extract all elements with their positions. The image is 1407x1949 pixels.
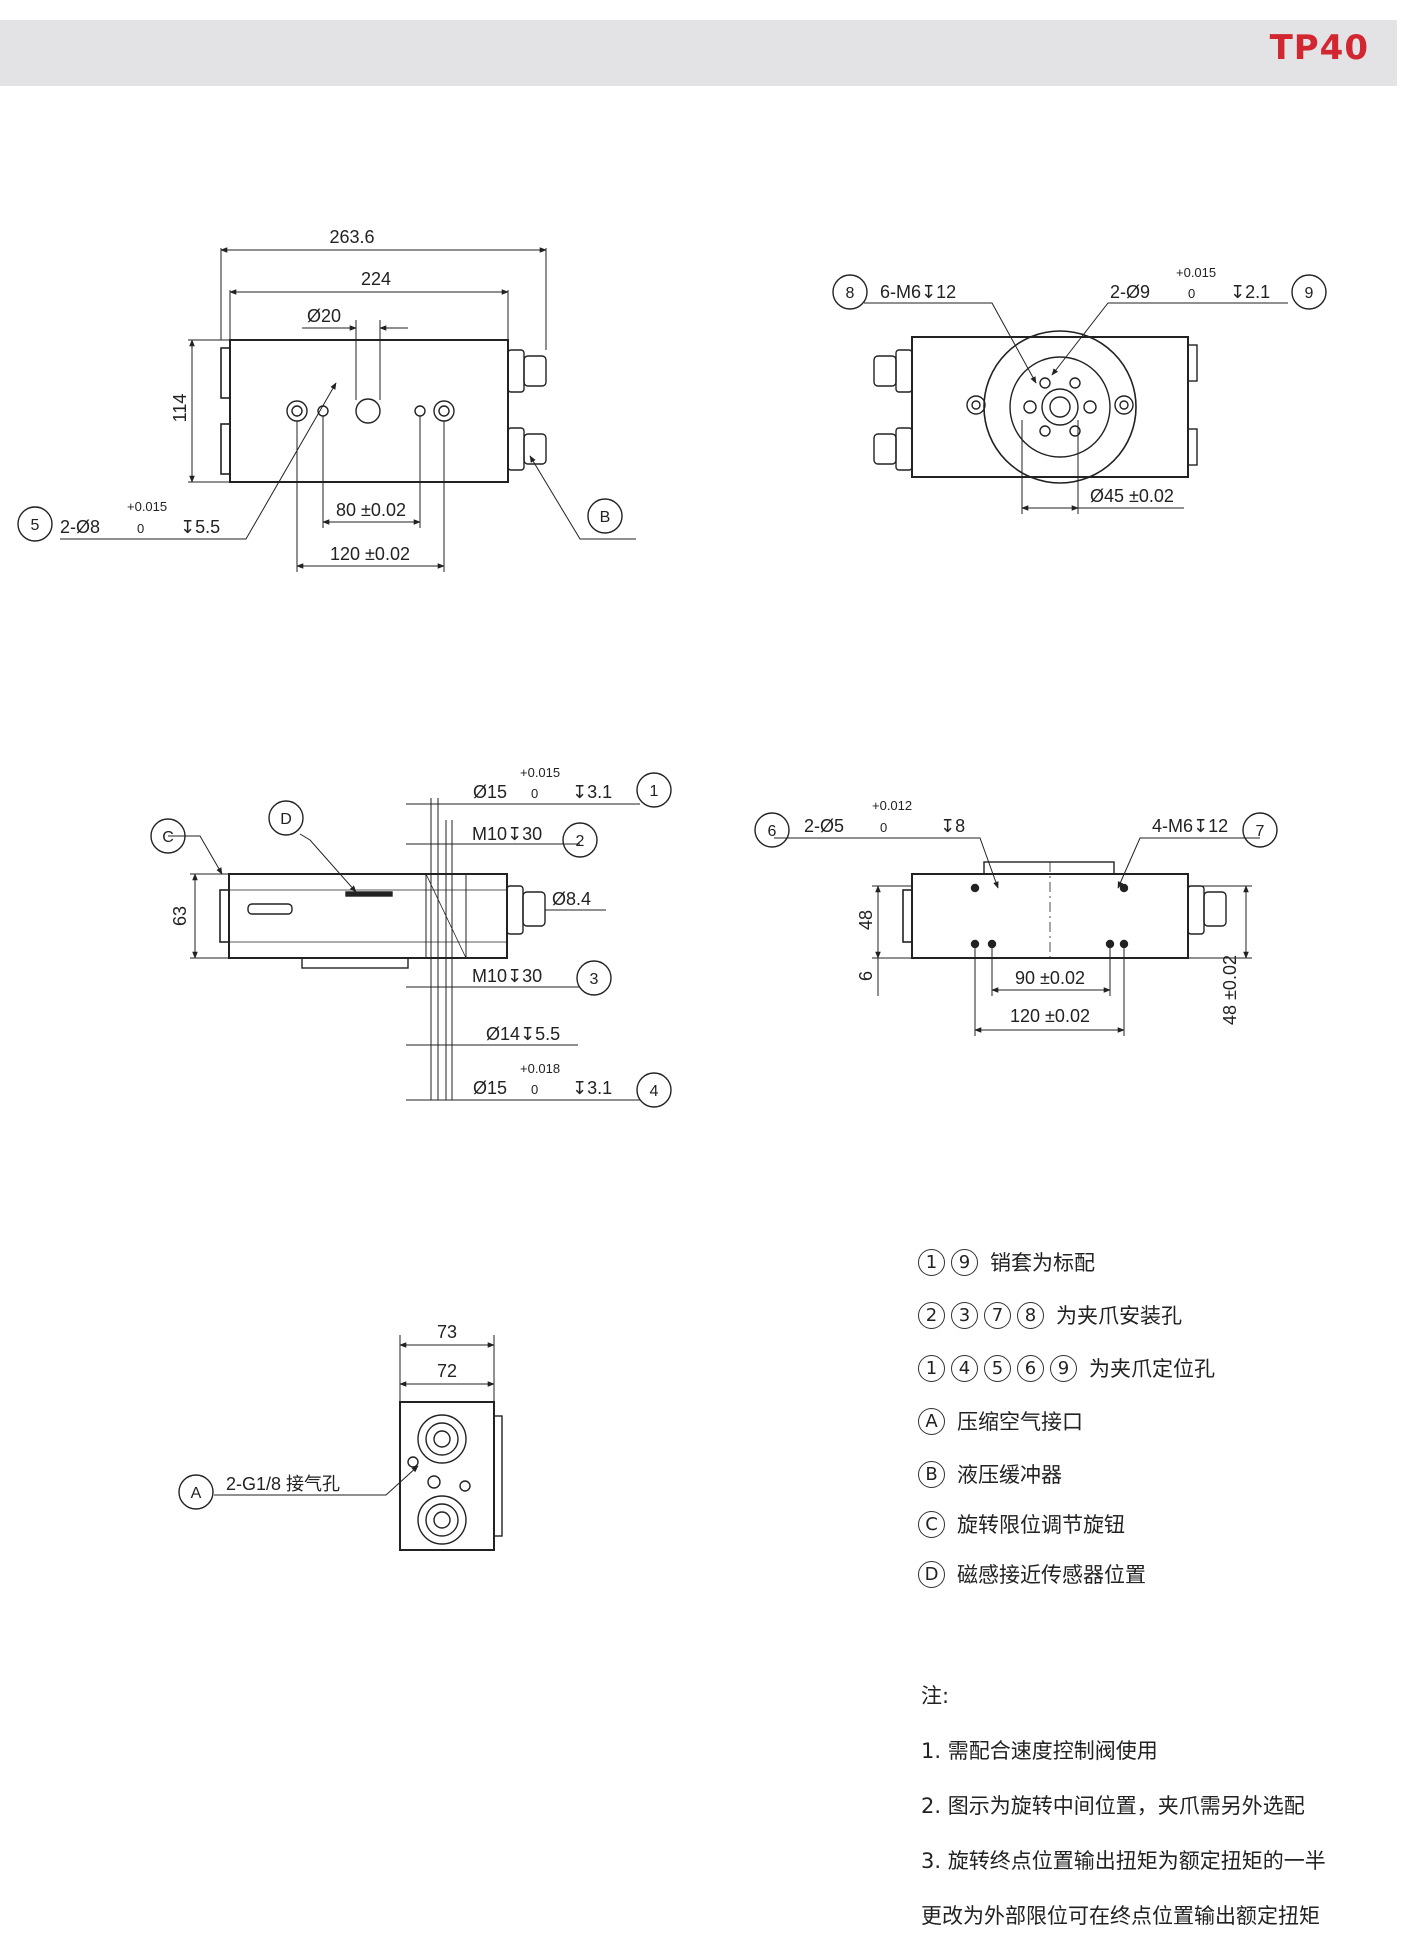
callout-9-spec: 2-Ø9: [1110, 282, 1150, 302]
legend-mark: A: [918, 1407, 945, 1435]
note-line-3: 3. 旋转终点位置输出扭矩为额定扭矩的一半: [921, 1849, 1326, 1873]
legend-mark: 9: [951, 1248, 978, 1276]
notes-heading: 注:: [921, 1684, 950, 1708]
legend-mark: 4: [951, 1354, 978, 1382]
note-line-2: 2. 图示为旋转中间位置，夹爪需另外选配: [921, 1794, 1305, 1818]
callout-a-spec: 2-G1/8 接气孔: [226, 1474, 340, 1494]
callout-b-letter: B: [600, 509, 611, 526]
callout-c-letter: C: [162, 829, 174, 846]
dim-overall-length: 263.6: [329, 227, 374, 247]
legend-mark: 2: [918, 1301, 945, 1329]
legend-row-shock-absorber: B 液压缓冲器: [918, 1459, 1062, 1489]
legend-mark: 8: [1017, 1301, 1044, 1329]
dim-front-spacing-small: 80 ±0.02: [336, 500, 406, 520]
dim-port-diameter: Ø8.4: [552, 889, 591, 909]
note-line-1: 1. 需配合速度控制阀使用: [921, 1739, 1158, 1763]
dim-rear-73: 73: [437, 1322, 457, 1342]
legend-row-mount-holes: 2 3 7 8 为夹爪安装孔: [918, 1300, 1182, 1330]
rear-view: [178, 1335, 503, 1551]
callout-4-tol-lower: 0: [531, 1082, 538, 1097]
callout-4-depth: ↧3.1: [572, 1078, 612, 1098]
legend-text: 旋转限位调节旋钮: [957, 1513, 1125, 1537]
callout-1-tol-upper: +0.015: [520, 765, 560, 780]
legend-text: 销套为标配: [990, 1251, 1095, 1275]
legend-row-locating-holes: 1 4 5 6 9 为夹爪定位孔: [918, 1353, 1215, 1383]
dim-flange-diameter: Ø45 ±0.02: [1090, 486, 1174, 506]
callout-6-tol-lower: 0: [880, 820, 887, 835]
callout-5-tol-upper: +0.015: [127, 499, 167, 514]
callout-4-spec: Ø15: [473, 1078, 507, 1098]
dim-counterbore: Ø14↧5.5: [486, 1024, 560, 1044]
callout-3-spec: M10↧30: [472, 966, 542, 986]
callout-4-tol-upper: +0.018: [520, 1061, 560, 1076]
callout-2-spec: M10↧30: [472, 824, 542, 844]
callout-1-tol-lower: 0: [531, 786, 538, 801]
header-bar: TP40: [0, 20, 1397, 86]
callout-5-number: 5: [31, 517, 40, 534]
dim-bottom-6: 6: [856, 971, 876, 981]
legend-mark: B: [918, 1460, 945, 1488]
dim-side-height: 63: [170, 906, 190, 926]
callout-7-number: 7: [1256, 823, 1265, 840]
callout-d-letter: D: [280, 811, 292, 828]
legend-text: 为夹爪安装孔: [1056, 1304, 1182, 1328]
legend-text: 为夹爪定位孔: [1089, 1357, 1215, 1381]
dim-bore-diameter: Ø20: [307, 306, 341, 326]
callout-2-number: 2: [576, 833, 585, 850]
callout-6-number: 6: [768, 823, 777, 840]
end-view: [832, 274, 1327, 514]
front-view: [17, 247, 636, 572]
callout-6-depth: ↧8: [940, 816, 965, 836]
dim-bottom-48-left: 48: [856, 910, 876, 930]
dim-bottom-spacing-large: 120 ±0.02: [1010, 1006, 1090, 1026]
callout-1-number: 1: [650, 783, 659, 800]
dim-bottom-spacing-small: 90 ±0.02: [1015, 968, 1085, 988]
legend-row-air-port: A 压缩空气接口: [918, 1406, 1083, 1436]
callout-5-tol-lower: 0: [137, 521, 144, 536]
callout-6-tol-upper: +0.012: [872, 798, 912, 813]
side-view: [150, 772, 672, 1108]
legend-mark: 5: [984, 1354, 1011, 1382]
legend-mark: 1: [918, 1354, 945, 1382]
callout-4-number: 4: [650, 1083, 659, 1100]
dim-bottom-48-right: 48 ±0.02: [1220, 955, 1240, 1025]
dim-body-length: 224: [361, 269, 391, 289]
legend-mark: 7: [984, 1301, 1011, 1329]
legend-text: 液压缓冲器: [957, 1463, 1062, 1487]
callout-7-spec: 4-M6↧12: [1152, 816, 1228, 836]
legend-mark: 3: [951, 1301, 978, 1329]
callout-5-depth: ↧5.5: [180, 517, 220, 537]
legend-mark: 9: [1050, 1354, 1077, 1382]
legend-text: 磁感接近传感器位置: [957, 1563, 1146, 1587]
callout-6-spec: 2-Ø5: [804, 816, 844, 836]
callout-3-number: 3: [590, 971, 599, 988]
dim-rear-72: 72: [437, 1361, 457, 1381]
legend-mark: 1: [918, 1248, 945, 1276]
callout-1-depth: ↧3.1: [572, 782, 612, 802]
callout-5-spec: 2-Ø8: [60, 517, 100, 537]
note-line-4: 更改为外部限位可在终点位置输出额定扭矩: [921, 1904, 1320, 1928]
callout-1-spec: Ø15: [473, 782, 507, 802]
dim-front-spacing-large: 120 ±0.02: [330, 544, 410, 564]
callout-8-spec: 6-M6↧12: [880, 282, 956, 302]
legend-row-sensor-position: D 磁感接近传感器位置: [918, 1559, 1146, 1589]
dim-front-height: 114: [170, 394, 190, 423]
legend-row-standard-pins: 1 9 销套为标配: [918, 1247, 1095, 1277]
legend-row-limit-knob: C 旋转限位调节旋钮: [918, 1509, 1125, 1539]
callout-9-tol-upper: +0.015: [1176, 265, 1216, 280]
legend-text: 压缩空气接口: [957, 1410, 1083, 1434]
legend-mark: C: [918, 1510, 945, 1538]
callout-9-tol-lower: 0: [1188, 286, 1195, 301]
callout-9-depth: ↧2.1: [1230, 282, 1270, 302]
model-title: TP40: [1269, 28, 1369, 68]
callout-8-number: 8: [846, 285, 855, 302]
legend-mark: 6: [1017, 1354, 1044, 1382]
legend-mark: D: [918, 1560, 945, 1588]
bottom-view: [754, 812, 1278, 1036]
callout-a-letter: A: [191, 1485, 202, 1502]
callout-9-number: 9: [1305, 285, 1314, 302]
